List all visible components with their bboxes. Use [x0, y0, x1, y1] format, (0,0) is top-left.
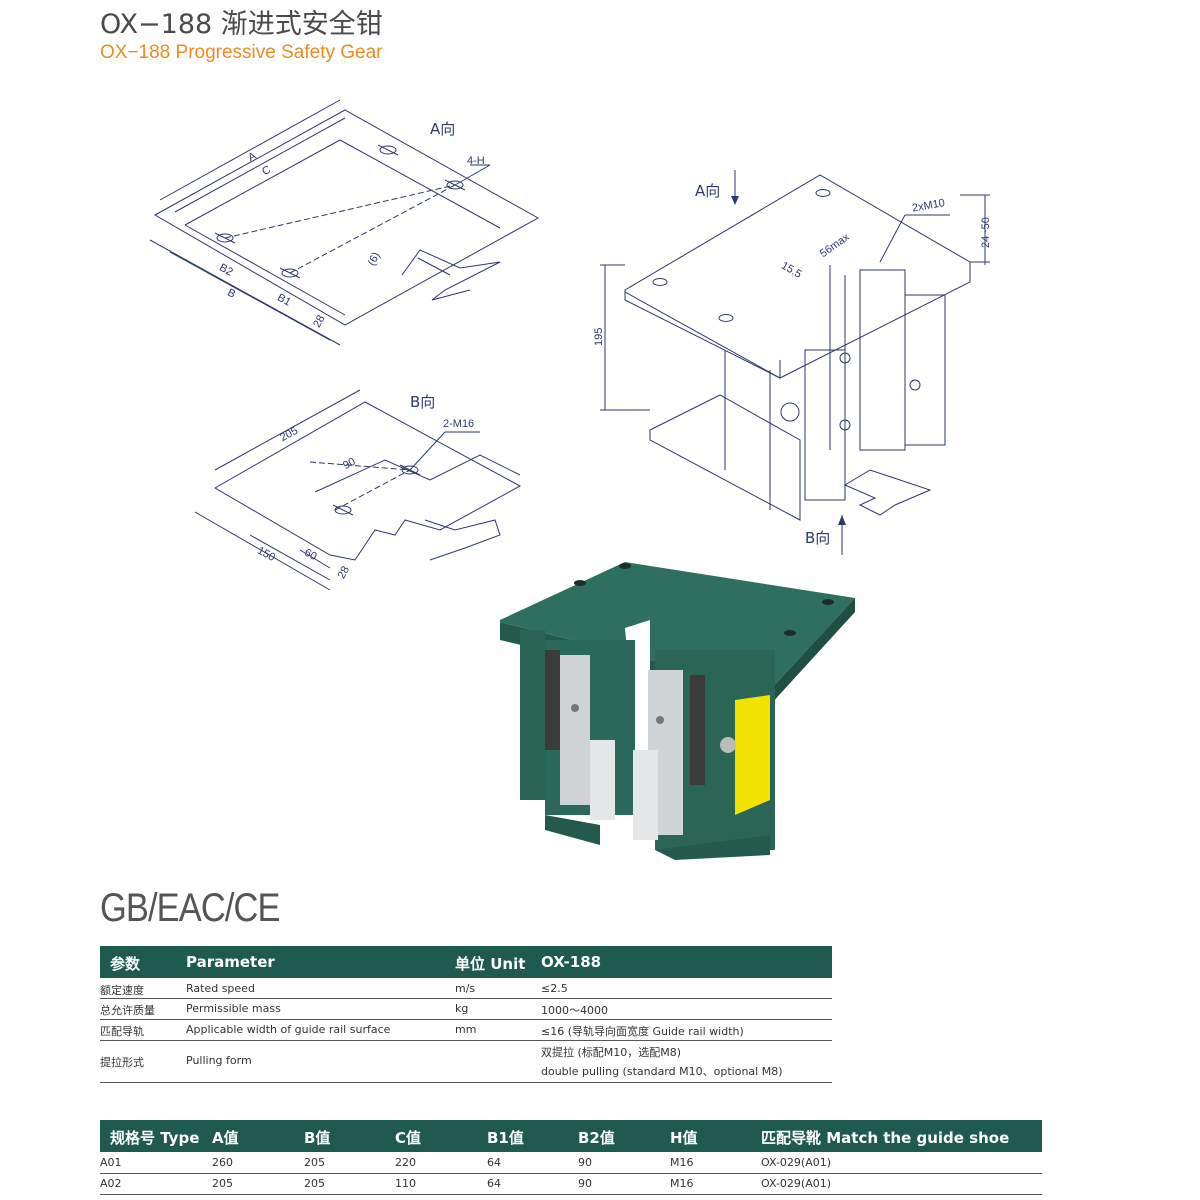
divider — [100, 998, 832, 999]
isometric-drawing — [600, 170, 990, 555]
cell-h: M16 — [670, 1177, 694, 1190]
cell-b2: 90 — [578, 1177, 592, 1190]
cell-b: 205 — [304, 1177, 325, 1190]
cell-h: M16 — [670, 1156, 694, 1169]
row-en: Permissible mass — [186, 1002, 281, 1015]
divider — [100, 1019, 832, 1020]
divider — [100, 1194, 1042, 1195]
header-b1: B1值 — [487, 1129, 524, 1147]
cell-c: 220 — [395, 1156, 416, 1169]
divider — [100, 1082, 832, 1083]
table-row: 额定速度 Rated speed m/s ≤2.5 — [100, 978, 832, 998]
row-unit: kg — [455, 1002, 469, 1015]
header-guide-shoe: 匹配导靴 Match the guide shoe — [761, 1129, 1010, 1147]
label-60: 60 — [302, 547, 318, 563]
row-cn: 额定速度 — [100, 984, 144, 997]
cell-b: 205 — [304, 1156, 325, 1169]
cell-a: 205 — [212, 1177, 233, 1190]
row-en: Applicable width of guide rail surface — [186, 1023, 391, 1036]
row-value: ≤2.5 — [541, 982, 568, 995]
product-photo — [500, 562, 855, 860]
label-2xm10: 2xM10 — [911, 197, 946, 215]
top-plate-drawing — [149, 99, 540, 346]
header-model: OX-188 — [541, 953, 602, 971]
cell-guide-shoe: OX-029(A01) — [761, 1177, 832, 1190]
header-c: C值 — [395, 1129, 422, 1147]
bottom-plate-drawing — [194, 389, 522, 591]
cell-c: 110 — [395, 1177, 416, 1190]
label-a-dir-1: A向 — [430, 120, 455, 138]
label-a-dir-2: A向 — [695, 182, 720, 200]
header-b: B值 — [304, 1129, 331, 1147]
header-h: H值 — [670, 1129, 698, 1147]
label-2m16: 2-M16 — [443, 418, 474, 430]
label-195: 195 — [593, 328, 605, 346]
row-value: ≤16 (导轨导向面宽度 Guide rail width) — [541, 1025, 744, 1038]
table-row: A02 205 205 110 64 90 M16 OX-029(A01) — [100, 1173, 1042, 1194]
cell-type: A02 — [100, 1177, 122, 1190]
label-150: 150 — [255, 545, 277, 564]
technical-drawing: A向 A向 B向 B向 4-H A C B B1 B2 28 (6) 205 9… — [149, 99, 992, 860]
spec-header: 规格号 Type A值 B值 C值 B1值 B2值 H值 匹配导靴 Match … — [100, 1120, 1042, 1152]
row-en: Rated speed — [186, 982, 255, 995]
label-b-dir-1: B向 — [410, 393, 435, 411]
certification-marks: GB/EAC/CE — [100, 886, 280, 930]
cell-a: 260 — [212, 1156, 233, 1169]
header-unit: 单位 Unit — [455, 955, 526, 973]
divider — [100, 1173, 1042, 1174]
row-en: Pulling form — [186, 1054, 252, 1067]
parameters-header: 参数 Parameter 单位 Unit OX-188 — [100, 946, 832, 978]
row-cn: 匹配导轨 — [100, 1025, 144, 1038]
label-b: B — [225, 287, 237, 301]
header-param-en: Parameter — [186, 953, 275, 971]
header-param-cn: 参数 — [110, 955, 141, 973]
row-cn: 总允许质量 — [100, 1004, 155, 1017]
divider — [100, 1040, 832, 1041]
table-row: 匹配导轨 Applicable width of guide rail surf… — [100, 1019, 832, 1040]
header-a: A值 — [212, 1129, 239, 1147]
label-56max: 56max — [818, 231, 852, 260]
label-6: (6) — [366, 250, 383, 268]
label-28b: 28 — [336, 564, 352, 580]
table-row: 总允许质量 Permissible mass kg 1000～4000 — [100, 998, 832, 1019]
row-value: 1000～4000 — [541, 1004, 608, 1017]
spec-table: 规格号 Type A值 B值 C值 B1值 B2值 H值 匹配导靴 Match … — [100, 1120, 1042, 1194]
label-b-dir-2: B向 — [805, 529, 830, 547]
cell-b1: 64 — [487, 1156, 501, 1169]
row-cn: 提拉形式 — [100, 1056, 144, 1069]
label-90: 90 — [341, 456, 357, 472]
page-title: OX−188 渐进式安全钳 — [100, 9, 383, 40]
label-4h: 4-H — [467, 155, 485, 167]
cell-guide-shoe: OX-029(A01) — [761, 1156, 832, 1169]
label-15-5: 15.5 — [779, 260, 804, 281]
label-c: C — [260, 164, 273, 178]
row-unit: mm — [455, 1023, 477, 1036]
table-row: 提拉形式 Pulling form 双提拉 (标配M10，选配M8) doubl… — [100, 1040, 832, 1082]
cell-b1: 64 — [487, 1177, 501, 1190]
row-unit: m/s — [455, 982, 476, 995]
cell-type: A01 — [100, 1156, 122, 1169]
cell-b2: 90 — [578, 1156, 592, 1169]
page-subtitle: OX−188 Progressive Safety Gear — [100, 42, 383, 63]
label-28a: 28 — [311, 313, 327, 329]
label-b1: B1 — [275, 292, 293, 309]
label-b2: B2 — [217, 262, 235, 279]
label-a: A — [246, 150, 259, 164]
parameters-table: 参数 Parameter 单位 Unit OX-188 额定速度 Rated s… — [100, 946, 832, 1082]
label-24-50: 24~50 — [980, 217, 992, 248]
row-value-2: double pulling (standard M10、optional M8… — [541, 1065, 783, 1078]
table-row: A01 260 205 220 64 90 M16 OX-029(A01) — [100, 1152, 1042, 1173]
row-value: 双提拉 (标配M10，选配M8) — [541, 1046, 682, 1059]
header-type: 规格号 Type — [110, 1129, 200, 1147]
header-b2: B2值 — [578, 1129, 615, 1147]
